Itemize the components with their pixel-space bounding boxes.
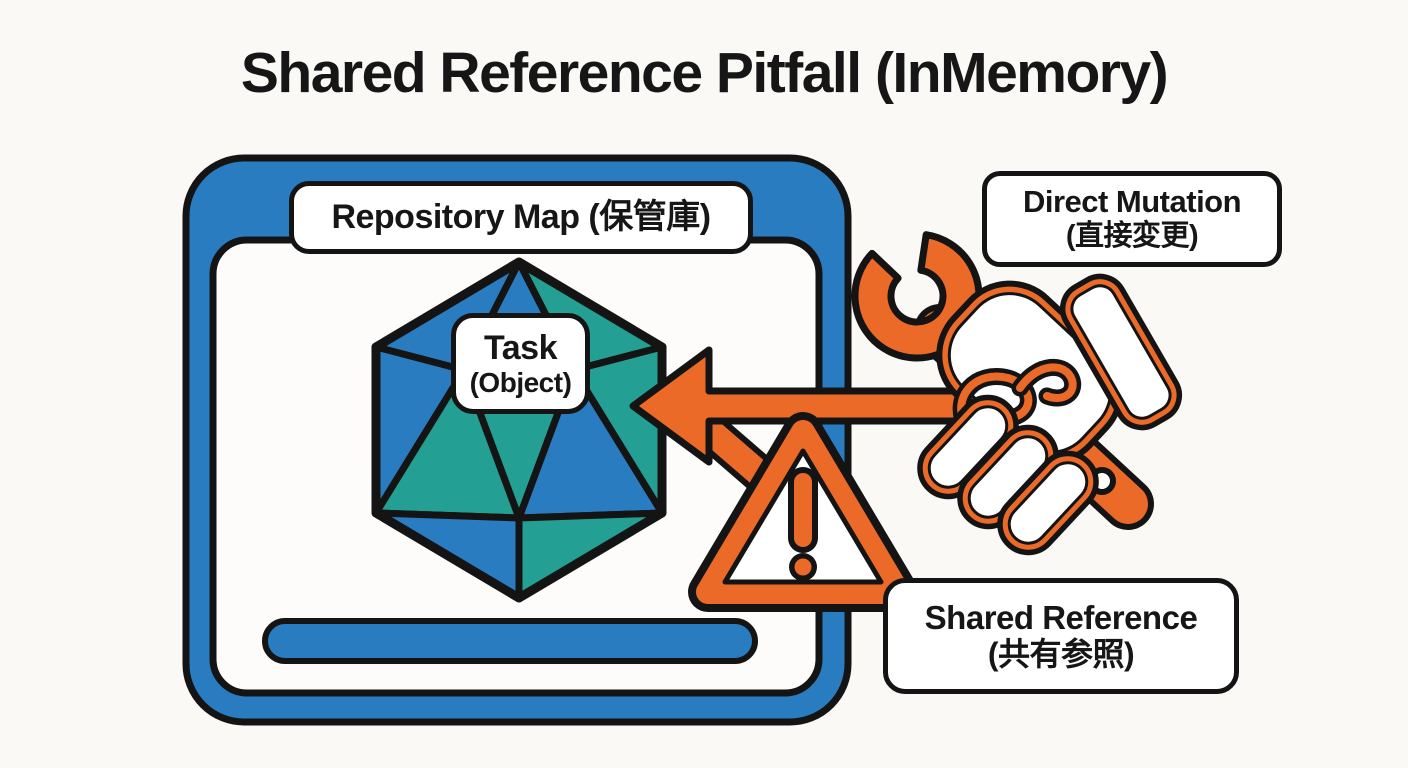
finger [997,450,1099,556]
fist-holding-wrench-icon [851,231,1183,556]
exclamation-dot [794,558,812,576]
hand-icon [917,273,1183,556]
index-curl [1016,363,1077,402]
icosahedron-outline [371,257,667,603]
direct-mutation-line2: (直接変更) [1065,220,1199,253]
task-label-line2: (Object) [469,366,572,398]
shared-reference-line1: Shared Reference [924,598,1198,636]
repository-map-label: Repository Map (保管庫) [289,181,753,254]
page-title: Shared Reference Pitfall (InMemory) [240,41,1169,105]
warning-triangle-exclamation-icon [688,412,918,612]
shared-reference-line2: (共有参照) [987,635,1135,672]
direct-mutation-label: Direct Mutation (直接変更) [982,171,1282,267]
shared-reference-label: Shared Reference (共有参照) [883,578,1239,694]
task-label-line1: Task [484,328,557,367]
triangle-band [696,420,910,604]
direct-mutation-line1: Direct Mutation [1022,184,1242,220]
thumb [957,372,1033,432]
wrist-cuff [1059,273,1183,431]
repository-map-text: Repository Map (保管庫) [331,198,711,237]
task-object-label: Task (Object) [451,313,590,414]
repository-slot-bar-icon [262,618,758,664]
